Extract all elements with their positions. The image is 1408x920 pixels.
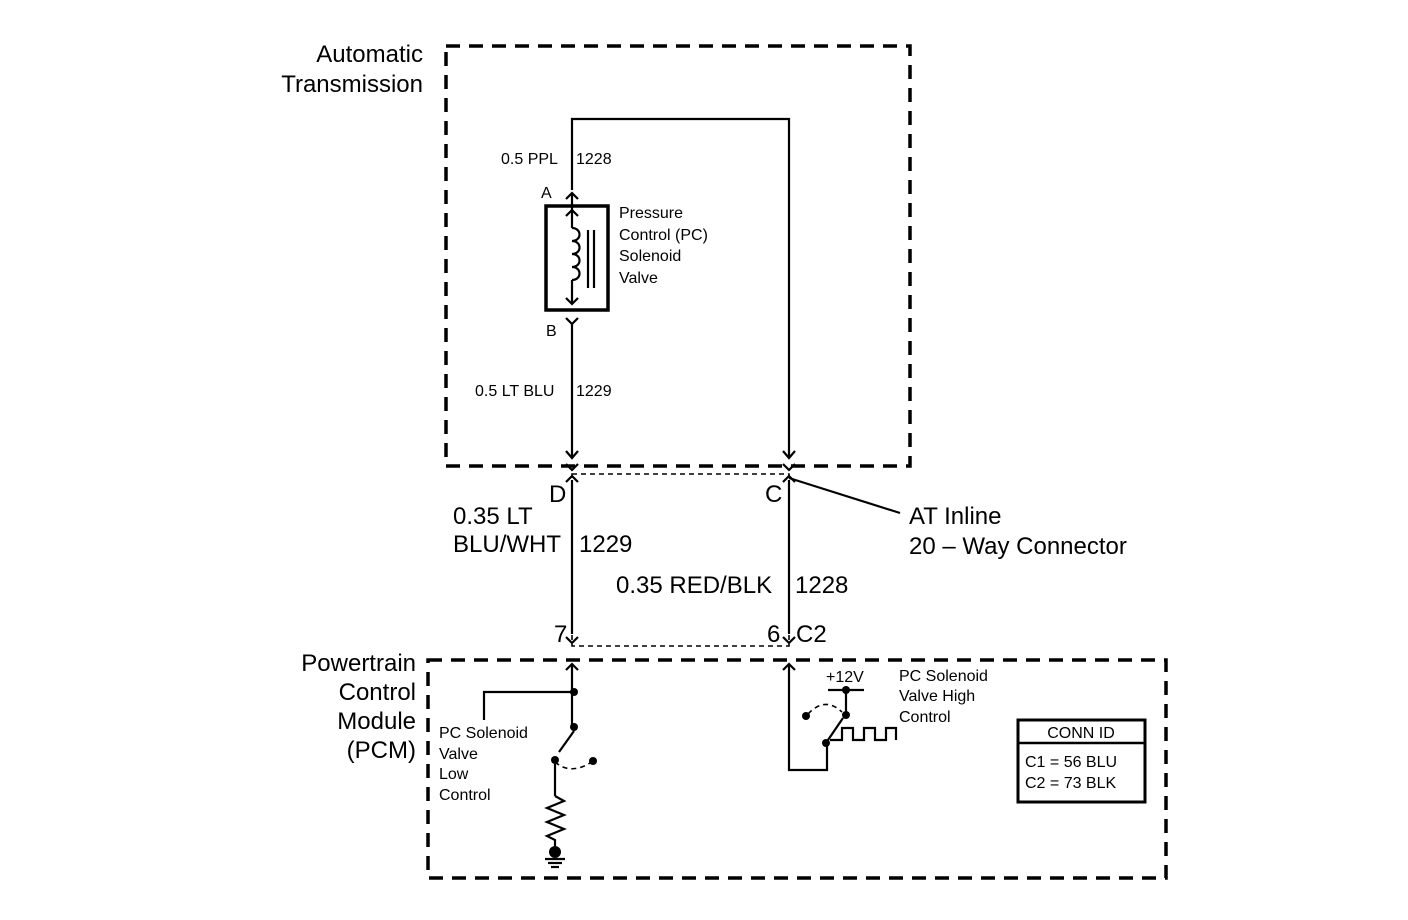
arrow-c-icon: [782, 450, 796, 460]
conn-id-title: CONN ID: [1047, 725, 1115, 742]
conn-id-row-2: C2 = 73 BLK: [1025, 775, 1117, 792]
pin-6-connector: [782, 636, 796, 645]
low-control-driver: [482, 662, 597, 869]
solenoid-pin-a: A: [541, 185, 552, 202]
pin-a-connector: [565, 191, 579, 200]
arrow-d-icon: [565, 450, 579, 460]
low-control-label-line1: PC Solenoid: [439, 725, 528, 742]
high-switch-arc: [807, 703, 843, 715]
transmission-boundary: [444, 44, 912, 468]
high-switch-blade: [827, 717, 844, 741]
wire-redblk-circuit: 1228: [795, 572, 848, 599]
solenoid-label-line1: Pressure: [619, 205, 683, 222]
low-switch-arc: [554, 761, 591, 770]
pin-b-connector: [565, 317, 579, 326]
inline-pin-c: C: [765, 481, 782, 508]
low-switch-blade: [558, 730, 575, 753]
pin-c-connector-top: [782, 463, 796, 472]
inline-pin-d: D: [549, 481, 566, 508]
inline-connector-label-line1: AT Inline: [909, 503, 1002, 530]
solenoid-pin-b: B: [546, 323, 557, 340]
pcm-pin-7: 7: [554, 621, 567, 648]
inline-connector-outline: [571, 473, 790, 647]
transmission-label-line2: Transmission: [281, 71, 423, 98]
voltage-label: +12V: [826, 669, 864, 686]
low-control-label-line2: Valve: [439, 746, 478, 763]
wire-ltblu-wht-circuit: 1229: [579, 531, 632, 558]
resistor-icon: [544, 795, 567, 848]
low-control-label-line3: Low: [439, 766, 469, 783]
pc-solenoid-valve: [544, 194, 610, 312]
wire-ltblu-wht-label-line2: BLU/WHT: [453, 531, 561, 558]
solenoid-label-line3: Solenoid: [619, 248, 681, 265]
low-control-label-line4: Control: [439, 787, 491, 804]
wire-redblk-label: 0.35 RED/BLK: [616, 572, 772, 599]
pcm-pin-6: 6: [767, 621, 780, 648]
inline-connector-label-line2: 20 – Way Connector: [909, 533, 1127, 560]
pcm-connector-c2: C2: [796, 621, 827, 648]
circuit-1228-transmission-wire: [570, 117, 791, 458]
solenoid-coil-icon: [571, 226, 581, 282]
wire-ppl-circuit: 1228: [576, 151, 612, 168]
pcm-label-line4: (PCM): [347, 737, 416, 764]
inline-connector-leader: [788, 476, 901, 515]
wire-ltblu-wht-label-line1: 0.35 LT: [453, 503, 533, 530]
conn-id-table: CONN ID C1 = 56 BLU C2 = 73 BLK: [1016, 718, 1147, 804]
ground-icon: [549, 846, 561, 858]
high-control-driver: [782, 662, 898, 772]
high-control-label-line3: Control: [899, 709, 951, 726]
wire-ltblu-label: 0.5 LT BLU: [475, 383, 554, 400]
wire-ppl-label: 0.5 PPL: [501, 151, 558, 168]
pcm-label-line3: Module: [337, 708, 416, 735]
pin-d-connector-top: [565, 463, 579, 472]
high-control-label-line2: Valve High: [899, 688, 975, 705]
solenoid-label-line2: Control (PC): [619, 227, 708, 244]
pcm-boundary: [426, 658, 1168, 880]
pcm-label-line2: Control: [339, 679, 416, 706]
pwm-signal-icon: [830, 726, 898, 742]
wire-ltblu-circuit: 1229: [576, 383, 612, 400]
high-control-label-line1: PC Solenoid: [899, 668, 988, 685]
pin-7-connector: [565, 636, 579, 645]
transmission-label-line1: Automatic: [316, 41, 423, 68]
solenoid-label-line4: Valve: [619, 270, 658, 287]
pcm-label-line1: Powertrain: [301, 650, 416, 677]
conn-id-row-1: C1 = 56 BLU: [1025, 754, 1117, 771]
